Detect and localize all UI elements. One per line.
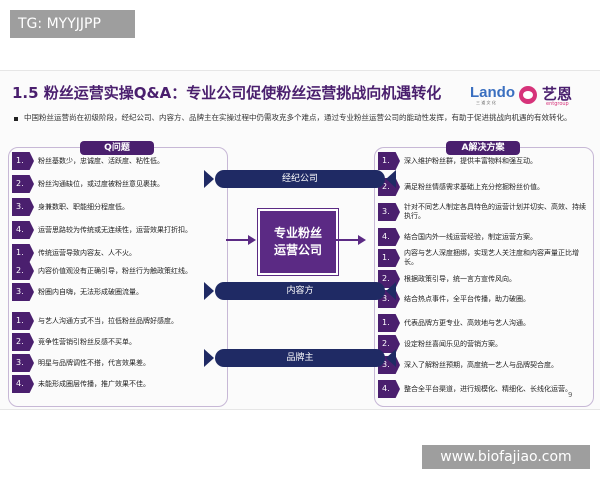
row-text: 结合热点事件，全平台传播，助力破圈。 xyxy=(404,294,530,303)
row-text: 深入维护粉丝群，提供丰富物料和强互动。 xyxy=(404,156,537,165)
row-text: 整合全平台渠道，进行规模化、精细化、长线化运营。 xyxy=(404,384,572,393)
tag-label: TG: MYYJJPP xyxy=(10,10,135,38)
band-right-chevron-icon xyxy=(386,282,396,300)
row-number: 2. xyxy=(12,175,34,193)
row-number: 1. xyxy=(12,312,34,330)
intro-text: 中国粉丝运营尚在初级阶段，经纪公司、内容方、品牌主在实操过程中仍需攻克多个难点，… xyxy=(24,113,572,122)
row-number: 4. xyxy=(378,228,400,246)
center-box-label: 专业粉丝运营公司 xyxy=(273,226,322,257)
band-left-chevron-icon xyxy=(204,282,214,300)
row-number: 3. xyxy=(12,198,34,216)
row-number: 4. xyxy=(12,375,34,393)
row-text: 内容价值观没有正确引导，粉丝行为触政策红线。 xyxy=(38,266,192,275)
row-text: 未能形成圈层传播，推广效果不佳。 xyxy=(38,379,150,388)
band-brand: 品牌主 xyxy=(215,349,385,367)
band-content: 内容方 xyxy=(215,282,385,300)
slide-title: 1.5 粉丝运营实操Q&A：专业公司促使粉丝运营挑战向机遇转化 xyxy=(12,84,442,102)
watermark-label: www.biofajiao.com xyxy=(422,445,590,469)
row-number: 3. xyxy=(378,203,400,221)
band-left-chevron-icon xyxy=(204,170,214,188)
band-right-chevron-icon xyxy=(386,170,396,188)
row-number: 1. xyxy=(378,249,400,267)
row-number: 4. xyxy=(378,380,400,398)
row-text: 传统运营导致内容友、人不火。 xyxy=(38,248,136,257)
row-text: 代表品牌方更专业、高效地与艺人沟通。 xyxy=(404,318,530,327)
entgroup-logo-subtitle: entgroup xyxy=(546,101,569,107)
lando-logo-subtitle: 三 道 文 化 xyxy=(476,100,496,105)
row-text: 满足粉丝情感需求基础上充分挖掘粉丝价值。 xyxy=(404,182,544,191)
arrow-left-line xyxy=(226,239,250,241)
arrow-right-icon xyxy=(248,235,256,245)
row-text: 结合国内外一线运营经验，制定运营方案。 xyxy=(404,232,537,241)
arrow-right-line xyxy=(336,239,360,241)
center-box: 专业粉丝运营公司 xyxy=(258,209,338,275)
row-number: 1. xyxy=(12,152,34,170)
answers-header: A解决方案 xyxy=(446,141,520,155)
row-text: 粉丝沟通缺位，或过度被粉丝意见裹挟。 xyxy=(38,179,164,188)
band-right-chevron-icon xyxy=(386,349,396,367)
row-number: 2. xyxy=(12,333,34,351)
row-text: 设定粉丝喜闻乐见的营销方案。 xyxy=(404,339,502,348)
band-left-chevron-icon xyxy=(204,349,214,367)
row-text: 明星与品牌调性不搭，代言效果差。 xyxy=(38,358,150,367)
row-number: 4. xyxy=(12,221,34,239)
row-text: 针对不同艺人制定各具特色的运营计划并切实、高效、持续执行。 xyxy=(404,203,586,220)
row-number: 1. xyxy=(378,314,400,332)
page-number: 9 xyxy=(568,391,573,399)
arrow-right-icon xyxy=(358,235,366,245)
entgroup-logo-icon-inner xyxy=(523,91,533,99)
row-number: 1. xyxy=(12,244,34,262)
row-text: 内容与艺人深度捆绑，实现艺人关注度和内容声量正比增长。 xyxy=(404,249,579,266)
lando-logo: Lando xyxy=(470,84,515,101)
row-number: 2. xyxy=(378,335,400,353)
row-text: 粉圈内自嗨，无法形成破圈流量。 xyxy=(38,287,143,296)
bullet-icon xyxy=(14,117,18,121)
row-text: 粉丝基数少，忠诚度、活跃度、粘性低。 xyxy=(38,156,164,165)
row-number: 1. xyxy=(378,152,400,170)
row-text: 身兼数职、职能细分程度低。 xyxy=(38,202,129,211)
entgroup-logo: 艺恩 xyxy=(542,85,573,103)
row-text: 运营思路较为传统或无连续性，运营效果打折扣。 xyxy=(38,225,192,234)
band-agency: 经纪公司 xyxy=(215,170,385,188)
row-text: 根据政策引导，统一言方宣传风向。 xyxy=(404,274,516,283)
row-text: 深入了解粉丝预期，高度统一艺人与品牌契合度。 xyxy=(404,360,558,369)
questions-header: Q问题 xyxy=(80,141,154,155)
row-number: 2. xyxy=(12,262,34,280)
row-number: 3. xyxy=(12,283,34,301)
row-number: 3. xyxy=(12,354,34,372)
row-text: 竞争性营销引粉丝反感不买单。 xyxy=(38,337,136,346)
row-text: 与艺人沟通方式不当，拉低粉丝品牌好感度。 xyxy=(38,316,178,325)
